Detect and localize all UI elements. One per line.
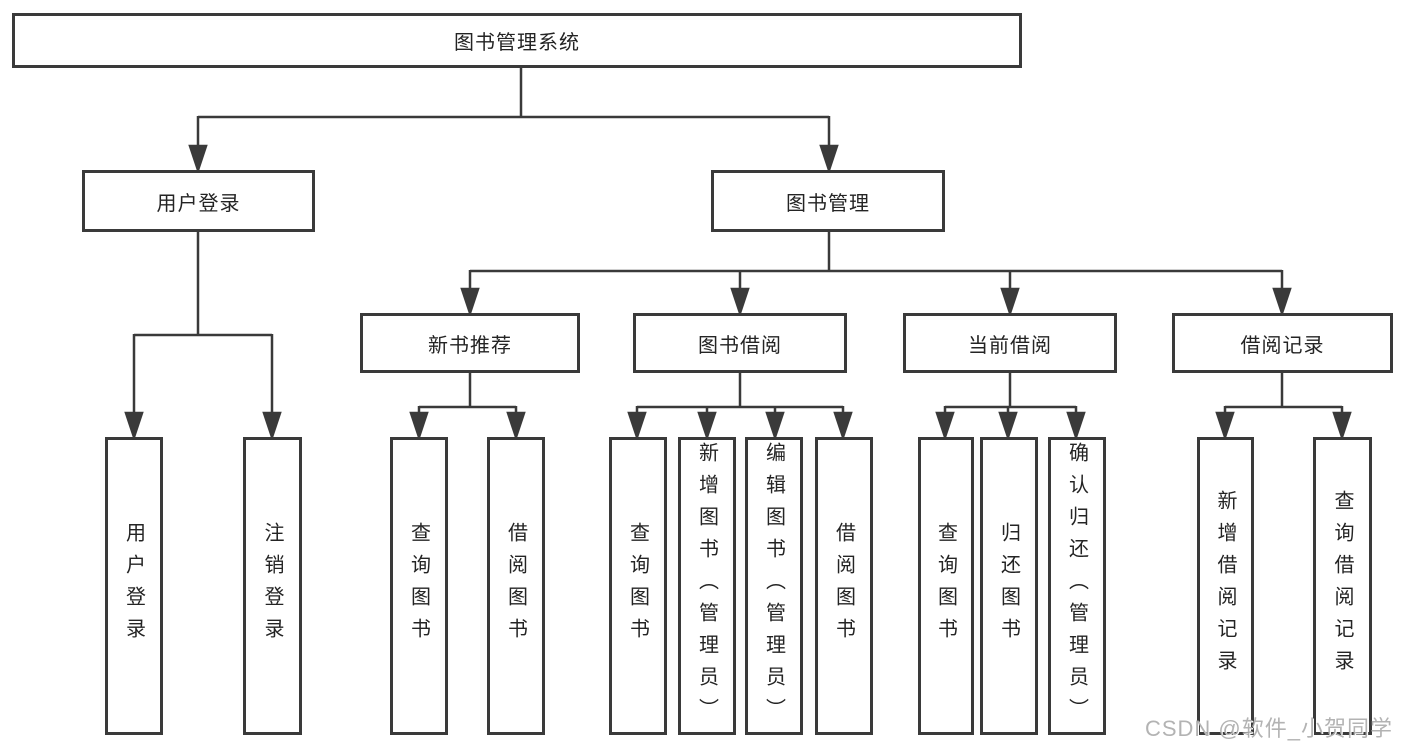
leaf-add-borrow-record: 新增借阅记录 bbox=[1197, 437, 1254, 735]
connector-book-mgmt-branch bbox=[460, 232, 1292, 317]
connector-book-borrow bbox=[627, 373, 853, 441]
watermark: CSDN @软件_小贺同学 bbox=[1144, 716, 1393, 741]
node-book-borrowing: 图书借阅 bbox=[633, 313, 847, 373]
node-user-login-branch: 用户登录 bbox=[82, 170, 315, 232]
leaf-confirm-return-admin: 确认归还（管理员） bbox=[1048, 437, 1106, 735]
leaf-edit-books-admin: 编辑图书（管理员） bbox=[745, 437, 803, 735]
node-book-management: 图书管理 bbox=[711, 170, 945, 232]
node-current-borrowing: 当前借阅 bbox=[903, 313, 1117, 373]
node-new-book-recommend: 新书推荐 bbox=[360, 313, 580, 373]
leaf-borrow-books-rec: 借阅图书 bbox=[487, 437, 545, 735]
node-borrowing-records: 借阅记录 bbox=[1172, 313, 1393, 373]
connector-root-to-level2 bbox=[188, 68, 839, 174]
node-root-system: 图书管理系统 bbox=[12, 13, 1022, 68]
leaf-borrow-books: 借阅图书 bbox=[815, 437, 873, 735]
leaf-logout: 注销登录 bbox=[243, 437, 302, 735]
connector-borrow-records bbox=[1215, 373, 1352, 441]
connector-current-borrow bbox=[935, 373, 1086, 441]
leaf-return-books: 归还图书 bbox=[980, 437, 1038, 735]
leaf-user-login: 用户登录 bbox=[105, 437, 163, 735]
leaf-query-books-current: 查询图书 bbox=[918, 437, 974, 735]
connector-user-login-branch bbox=[124, 232, 282, 441]
leaf-add-books-admin: 新增图书（管理员） bbox=[678, 437, 736, 735]
leaf-query-books-borrow: 查询图书 bbox=[609, 437, 667, 735]
leaf-query-books-rec: 查询图书 bbox=[390, 437, 448, 735]
leaf-query-borrow-record: 查询借阅记录 bbox=[1313, 437, 1372, 735]
connector-new-book-rec bbox=[409, 373, 526, 441]
